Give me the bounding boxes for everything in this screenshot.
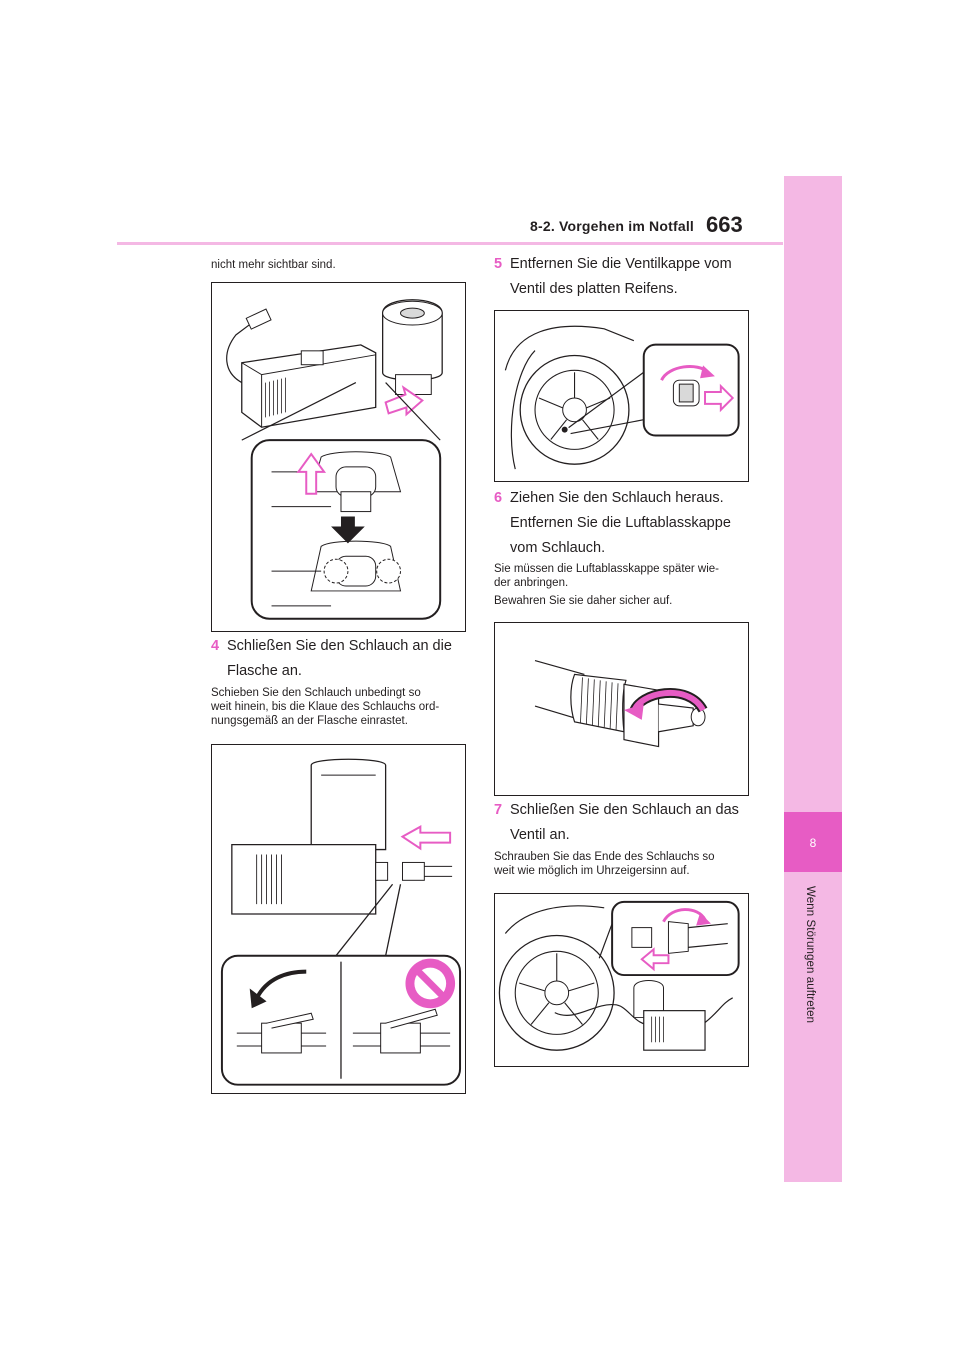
figure-hose-to-valve (494, 893, 749, 1067)
step-4-line2: Flasche an. (227, 663, 302, 679)
step-7-note-line: weit wie möglich im Uhrzeigersinn auf. (494, 865, 690, 877)
chapter-tab (784, 812, 842, 872)
step-5: 5 Entfernen Sie die Ventilkappe vom Venti… (494, 252, 764, 302)
step-6-note-line: Bewahren Sie sie daher sicher auf. (494, 595, 673, 607)
hose-to-bottle-illustration (220, 758, 462, 1086)
header-rule (117, 242, 783, 245)
step-7-number: 7 (494, 802, 503, 818)
step-4: 4 Schließen Sie den Schlauch an die Flasc… (211, 634, 481, 684)
step-4-note-line: nungsgemäß an der Flasche einrastet. (211, 715, 408, 727)
bottle-install-illustration (226, 299, 443, 620)
figure-hose-to-bottle (211, 744, 466, 1094)
step-6-line2: Entfernen Sie die Luftablasskappe (510, 515, 731, 531)
step-4-note: Schieben Sie den Schlauch unbedingt so w… (211, 686, 471, 728)
figure-valve-cap (494, 310, 749, 482)
step-7-line1: Schließen Sie den Schlauch an das (510, 802, 739, 818)
step-6-note-line: Sie müssen die Luftablasskappe später wi… (494, 563, 720, 575)
chapter-sidebar (784, 176, 842, 1182)
section-title: 8-2. Vorgehen im Notfall (530, 218, 695, 234)
step-4-note-line: weit hinein, bis die Klaue des Schlauchs… (211, 701, 440, 713)
step-6-note-line: der anbringen. (494, 577, 569, 589)
step-7-line2: Ventil an. (510, 827, 570, 843)
page-number: 663 (706, 212, 743, 237)
step-4-note-line: Schieben Sie den Schlauch unbedingt so (211, 687, 421, 699)
chapter-number: 8 (809, 836, 817, 850)
step-6-line1: Ziehen Sie den Schlauch heraus. (510, 490, 724, 506)
figure-bottle-install (211, 282, 466, 632)
hose-cap-illustration (534, 659, 708, 748)
step-5-line2: Ventil des platten Reifens. (510, 281, 678, 297)
step-6-note: Sie müssen die Luftablasskappe später wi… (494, 562, 754, 608)
step-5-line1: Entfernen Sie die Ventilkappe vom (510, 256, 732, 272)
step-6-line3: vom Schlauch. (510, 540, 606, 556)
figure-hose-cap (494, 622, 749, 796)
step-5-number: 5 (494, 256, 503, 272)
step-4-line1: Schließen Sie den Schlauch an die (227, 638, 452, 654)
hose-to-valve-illustration (498, 900, 740, 1051)
step-4-number: 4 (211, 638, 220, 654)
step-7: 7 Schließen Sie den Schlauch an das Venti… (494, 798, 764, 848)
step-7-note-line: Schrauben Sie das Ende des Schlauchs so (494, 851, 715, 863)
intro-text: nicht mehr sichtbar sind. (211, 259, 336, 271)
chapter-title: Wenn Störungen auftreten (804, 886, 816, 1024)
step-7-note: Schrauben Sie das Ende des Schlauchs so … (494, 850, 754, 878)
valve-cap-illustration (504, 325, 740, 470)
step-6: 6 Ziehen Sie den Schlauch heraus. Entfern… (494, 486, 764, 561)
step-6-number: 6 (494, 490, 503, 506)
